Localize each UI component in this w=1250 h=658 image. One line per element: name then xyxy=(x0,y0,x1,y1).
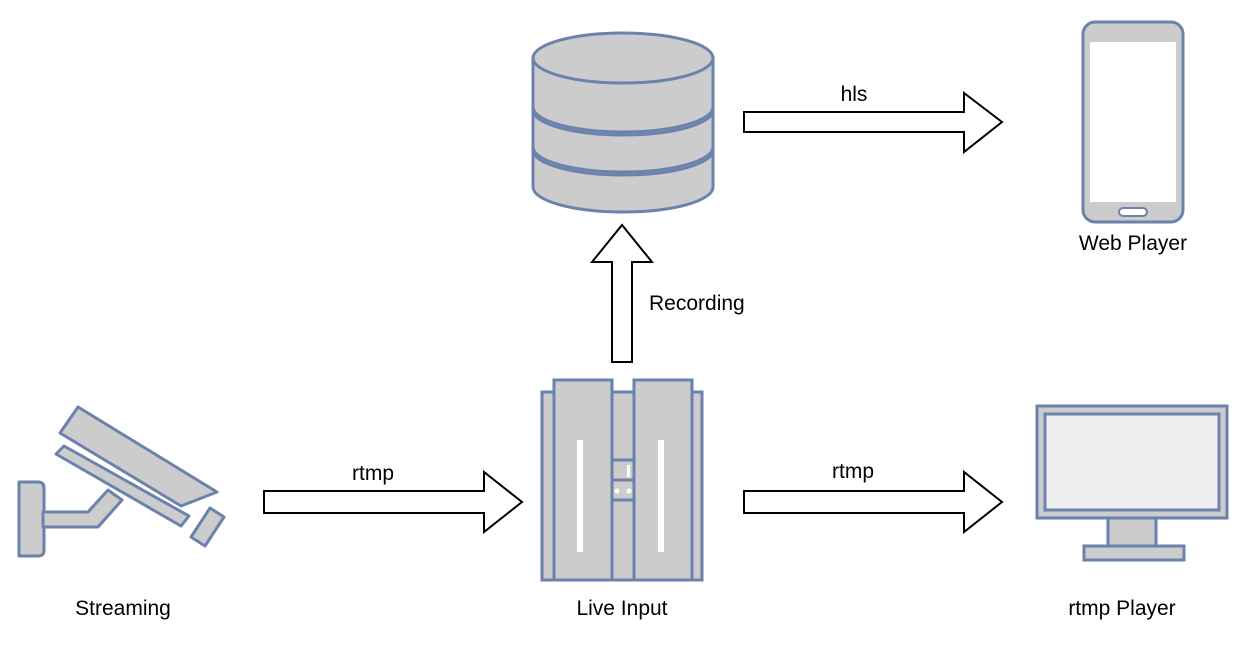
smartphone-icon xyxy=(1081,20,1185,224)
node-label-streaming: Streaming xyxy=(75,597,171,620)
node-label-live-input: Live Input xyxy=(576,597,667,620)
arrow-streaming-to-live-input xyxy=(263,469,524,535)
node-label-web-player: Web Player xyxy=(1079,232,1187,255)
edge-label-recording: Recording xyxy=(649,292,745,315)
edge-label-rtmp-out: rtmp xyxy=(832,460,874,483)
arrow-live-input-to-database xyxy=(589,223,655,363)
edge-label-hls: hls xyxy=(841,83,868,106)
arrow-database-to-web-player xyxy=(743,90,1004,155)
node-label-rtmp-player: rtmp Player xyxy=(1068,597,1175,620)
database-icon xyxy=(531,31,715,214)
edge-label-rtmp-in: rtmp xyxy=(352,462,394,485)
monitor-icon xyxy=(1035,404,1229,562)
security-camera-icon xyxy=(17,405,226,558)
server-rack-icon xyxy=(540,378,704,582)
arrow-live-input-to-rtmp-player xyxy=(743,469,1004,535)
